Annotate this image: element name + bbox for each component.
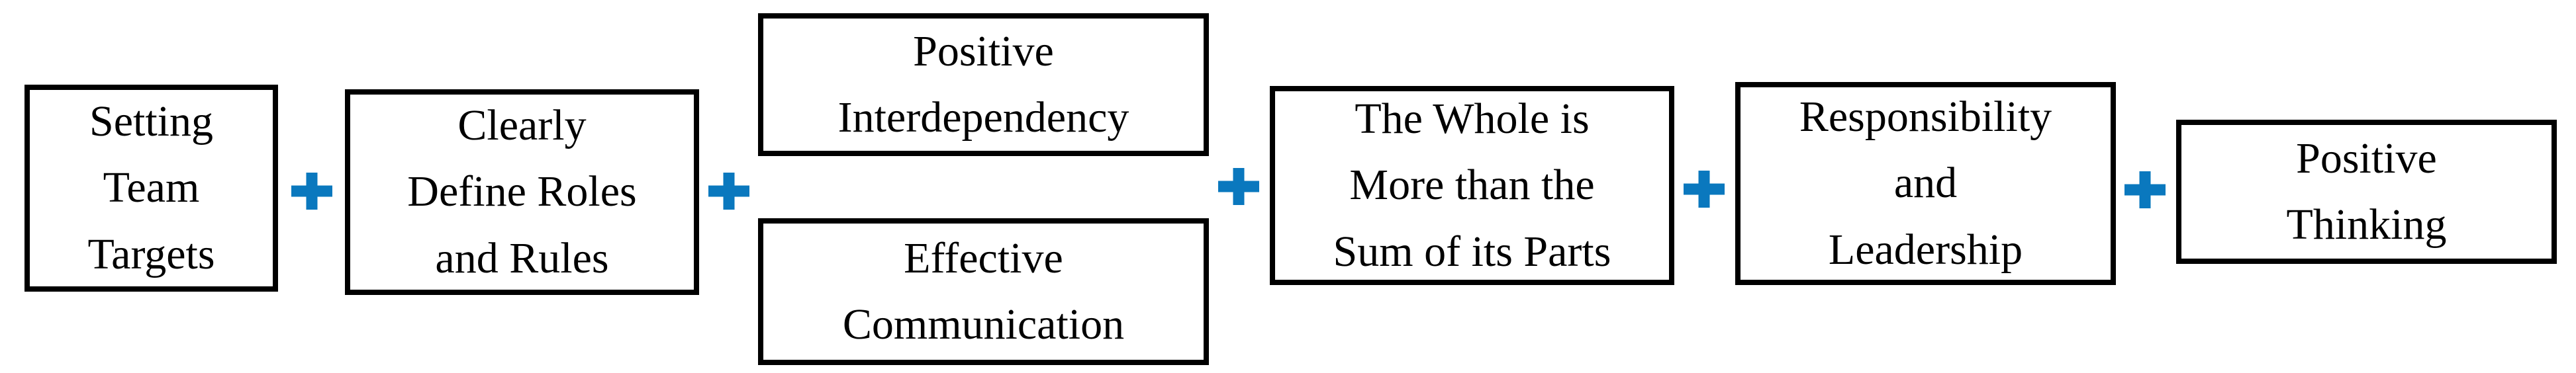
box-setting-team-targets: Setting Team Targets (24, 85, 278, 292)
box-text-line: Targets (87, 229, 215, 278)
box-text-line: Setting (89, 97, 213, 146)
plus-vertical-bar (1698, 171, 1710, 208)
box-clearly-define-roles-and-rules: Clearly Define Roles and Rules (345, 89, 699, 295)
box-text-line: and (1893, 159, 1958, 208)
plus-vertical-bar (1233, 168, 1245, 205)
plus-operator-symbol: + (2124, 171, 2125, 172)
box-text-line: Positive (913, 26, 1054, 75)
plus-vertical-bar (723, 173, 735, 210)
box-effective-communication: Effective Communication (758, 218, 1209, 365)
plus-operator-icon: + (1684, 171, 1725, 208)
box-text-line: Positive (2296, 134, 2437, 183)
plus-operator-symbol: + (1218, 168, 1219, 169)
plus-vertical-bar (2139, 171, 2151, 208)
box-text-line: Sum of its Parts (1333, 227, 1611, 276)
box-text-line: and Rules (435, 233, 609, 282)
box-text-line: Effective (904, 233, 1063, 282)
box-whole-more-than-sum-of-parts: The Whole is More than the Sum of its Pa… (1270, 86, 1674, 285)
plus-operator-icon: + (1218, 168, 1259, 205)
box-text-line: Interdependency (837, 93, 1129, 142)
box-text-line: Communication (842, 300, 1125, 349)
plus-vertical-bar (306, 173, 318, 210)
plus-operator-icon: + (291, 173, 332, 210)
box-text-line: More than the (1349, 161, 1595, 210)
box-text-line: Clearly (457, 101, 587, 150)
box-positive-interdependency: Positive Interdependency (758, 13, 1209, 156)
box-text-line: The Whole is (1355, 95, 1590, 144)
plus-operator-icon: + (708, 173, 749, 210)
box-text-line: Responsibility (1799, 93, 2052, 142)
box-text-line: Team (103, 163, 200, 212)
box-text-line: Leadership (1828, 225, 2023, 274)
box-positive-thinking: Positive Thinking (2176, 120, 2557, 264)
box-responsibility-and-leadership: Responsibility and Leadership (1735, 82, 2116, 285)
box-text-line: Define Roles (407, 167, 637, 216)
plus-operator-icon: + (2124, 171, 2166, 208)
box-text-line: Thinking (2286, 200, 2447, 249)
